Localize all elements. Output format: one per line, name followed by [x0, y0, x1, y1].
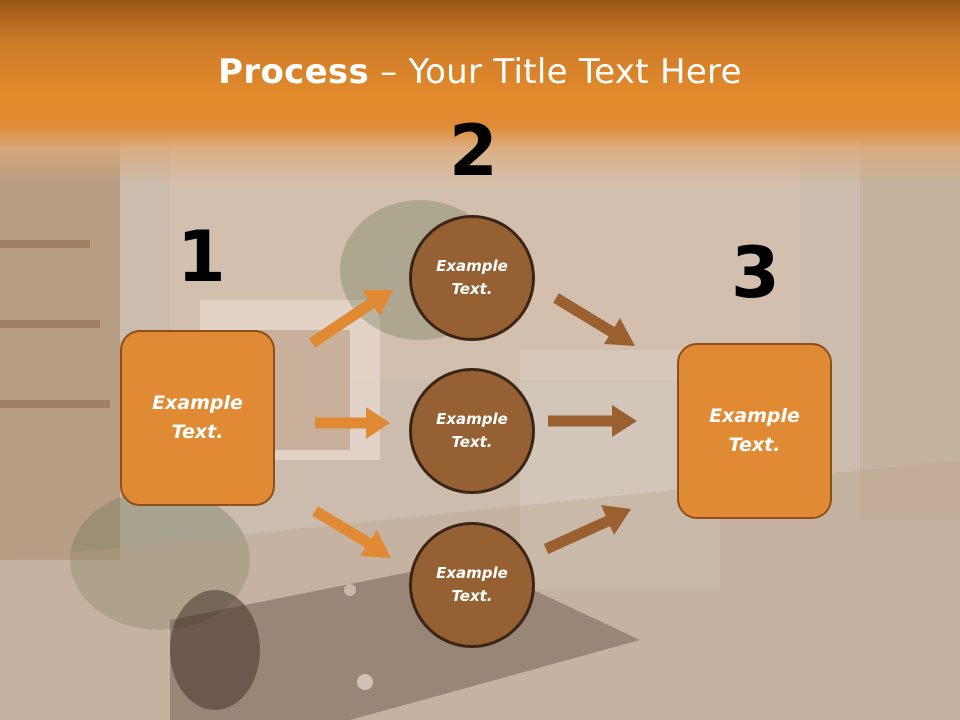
box-right-line1: Example: [709, 405, 800, 427]
arrow-bottom-to-right: [543, 505, 631, 555]
step-box-right[interactable]: Example Text.: [677, 343, 832, 519]
box-left-line2: Text.: [171, 421, 224, 443]
circle-top-line2: Text.: [451, 280, 493, 298]
arrow-left-to-top: [308, 290, 393, 348]
circle-top[interactable]: Example Text.: [409, 215, 535, 341]
circle-top-line1: Example: [436, 257, 508, 275]
circle-bottom-line1: Example: [436, 564, 508, 582]
step-box-left[interactable]: Example Text.: [120, 330, 275, 506]
title-rest: Your Title Text Here: [408, 52, 742, 92]
circle-middle[interactable]: Example Text.: [409, 368, 535, 494]
circle-middle-line1: Example: [436, 410, 508, 428]
circle-bottom[interactable]: Example Text.: [409, 522, 535, 648]
title-separator: –: [369, 52, 409, 92]
header-band: [0, 0, 960, 185]
title-bold: Process: [218, 52, 370, 92]
circle-bottom-line2: Text.: [451, 587, 493, 605]
box-right-line2: Text.: [728, 434, 781, 456]
step-number-2: 2: [449, 110, 498, 192]
step-number-3: 3: [731, 232, 780, 314]
arrow-middle-to-right: [548, 405, 637, 437]
step-number-1: 1: [177, 216, 226, 298]
arrow-left-to-bottom: [312, 506, 391, 558]
box-left-line1: Example: [152, 392, 243, 414]
slide-title: Process – Your Title Text Here: [0, 52, 960, 92]
arrow-left-to-middle: [315, 407, 390, 439]
circle-middle-line2: Text.: [451, 433, 493, 451]
arrow-top-to-right: [553, 293, 635, 346]
